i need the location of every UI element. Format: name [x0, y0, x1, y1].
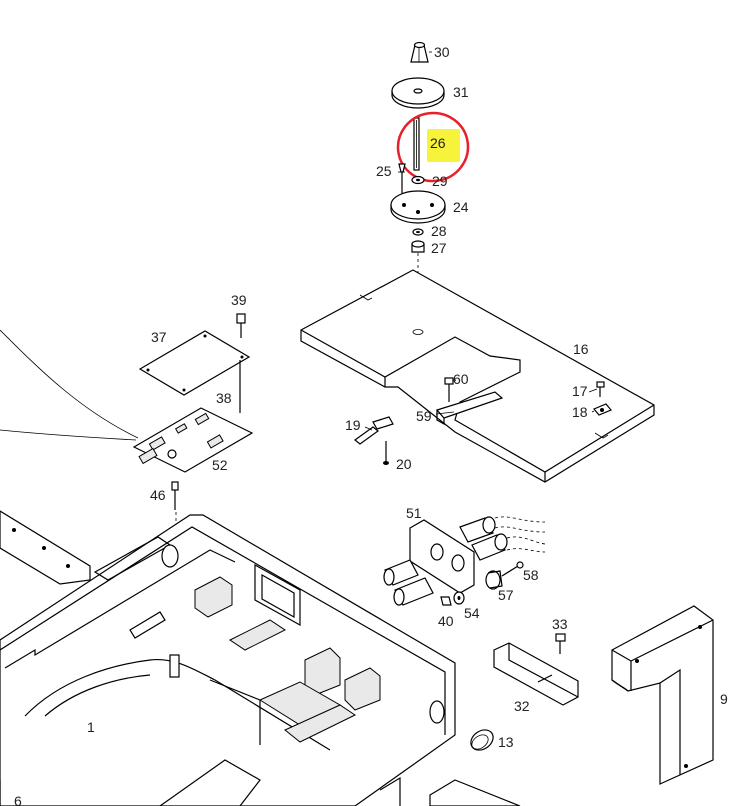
- label-part-60: 60: [453, 371, 469, 387]
- label-part-19: 19: [345, 417, 361, 433]
- label-part-32: 32: [514, 698, 530, 714]
- label-part-46: 46: [150, 487, 166, 503]
- label-part-57: 57: [498, 587, 514, 603]
- label-part-51: 51: [406, 505, 422, 521]
- label-part-33: 33: [552, 616, 568, 632]
- highlight-marker: [427, 129, 460, 162]
- label-part-6: 6: [14, 793, 22, 806]
- part-25-screw: [398, 163, 406, 196]
- part-28-washer: [412, 228, 424, 236]
- part-37-cover: [138, 330, 251, 396]
- label-part-54: 54: [464, 605, 480, 621]
- label-part-27: 27: [431, 240, 447, 256]
- label-part-16: 16: [573, 341, 589, 357]
- label-part-37: 37: [151, 329, 167, 345]
- connector-right: [459, 516, 508, 561]
- part-16-plate: [300, 269, 655, 483]
- bottom-right-part: [429, 779, 521, 806]
- label-part-25: 25: [376, 163, 392, 179]
- part-59-bracket: [435, 391, 504, 426]
- label-part-58: 58: [523, 567, 539, 583]
- leader-lines: [364, 51, 598, 431]
- part-46-screw: [171, 481, 179, 510]
- part-31-disc: [391, 77, 445, 109]
- part-26-pin: [413, 117, 420, 171]
- part-39-screw: [236, 313, 246, 338]
- label-part-17: 17: [572, 383, 588, 399]
- part-18-clip: [593, 403, 612, 416]
- left-rail: [0, 510, 91, 585]
- label-part-1: 1: [87, 719, 95, 735]
- part-30-cap: [410, 41, 429, 63]
- part-52-pcb: [132, 407, 254, 473]
- label-part-38: 38: [216, 390, 232, 406]
- part-51-connector-assembly: [383, 516, 546, 606]
- label-part-29: 29: [432, 173, 448, 189]
- part-40-nut: [440, 596, 452, 606]
- leader-curve-upper: [0, 329, 139, 439]
- part-24-plate: [390, 190, 446, 224]
- part-54-washer: [453, 591, 465, 605]
- part-17-screw: [596, 381, 605, 397]
- label-part-18: 18: [572, 404, 588, 420]
- connector-left: [383, 559, 434, 606]
- label-part-9: 9: [720, 691, 728, 707]
- part-9-panel: [611, 605, 714, 785]
- label-part-24: 24: [453, 199, 469, 215]
- part-labels: 30 31 26 25 29 24 28 27 16 17 18 60 59 1…: [14, 44, 728, 806]
- label-part-39: 39: [231, 292, 247, 308]
- label-part-31: 31: [453, 84, 469, 100]
- label-part-52: 52: [212, 457, 228, 473]
- part-27-nut: [411, 240, 425, 253]
- part-32-bracket: [493, 642, 579, 706]
- leader-curve-lower: [0, 429, 137, 441]
- part-58-screw: [501, 561, 524, 577]
- part-1-base-frame: [0, 514, 456, 806]
- label-part-28: 28: [431, 223, 447, 239]
- part-19-bracket: [354, 416, 394, 445]
- highlight-circle: [396, 111, 470, 183]
- label-part-59: 59: [416, 408, 432, 424]
- label-part-40: 40: [438, 613, 454, 629]
- part-57-spacer: [485, 570, 503, 590]
- part-13-plug: [470, 729, 494, 751]
- part-33-screw: [555, 633, 566, 654]
- label-part-26: 26: [430, 135, 446, 151]
- label-part-30: 30: [434, 44, 450, 60]
- label-part-20: 20: [396, 456, 412, 472]
- part-20-screw: [383, 441, 389, 465]
- label-part-13: 13: [498, 734, 514, 750]
- part-29-washer: [411, 175, 425, 185]
